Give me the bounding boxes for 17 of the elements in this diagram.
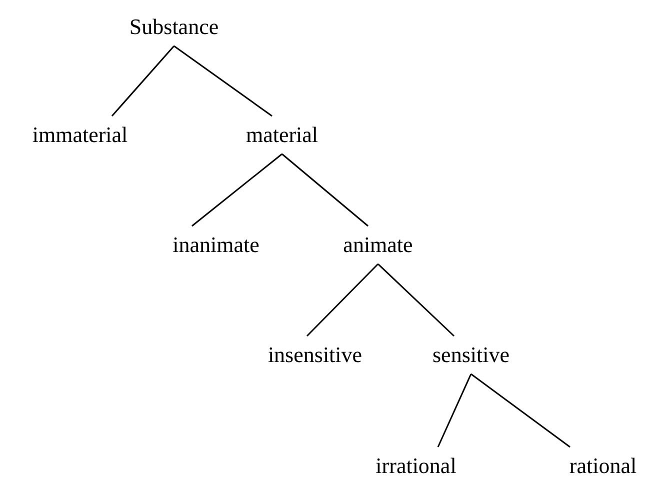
node-label: rational <box>566 447 640 480</box>
node-label: immaterial <box>29 116 131 154</box>
node-label: insensitive <box>264 336 366 374</box>
connector-line <box>192 153 282 227</box>
connector-line <box>282 153 368 227</box>
connector-line <box>437 374 472 448</box>
connector-line <box>306 263 379 337</box>
connector-line <box>377 263 455 337</box>
connector-line <box>111 46 175 116</box>
node-label: irrational <box>372 447 460 480</box>
node-label: material <box>242 116 322 154</box>
node-label: inanimate <box>170 226 262 264</box>
connector-line <box>174 45 272 117</box>
node-label: animate <box>340 226 416 264</box>
node-label: Substance <box>126 8 222 46</box>
connector-line <box>470 373 570 448</box>
node-label: sensitive <box>430 336 512 374</box>
